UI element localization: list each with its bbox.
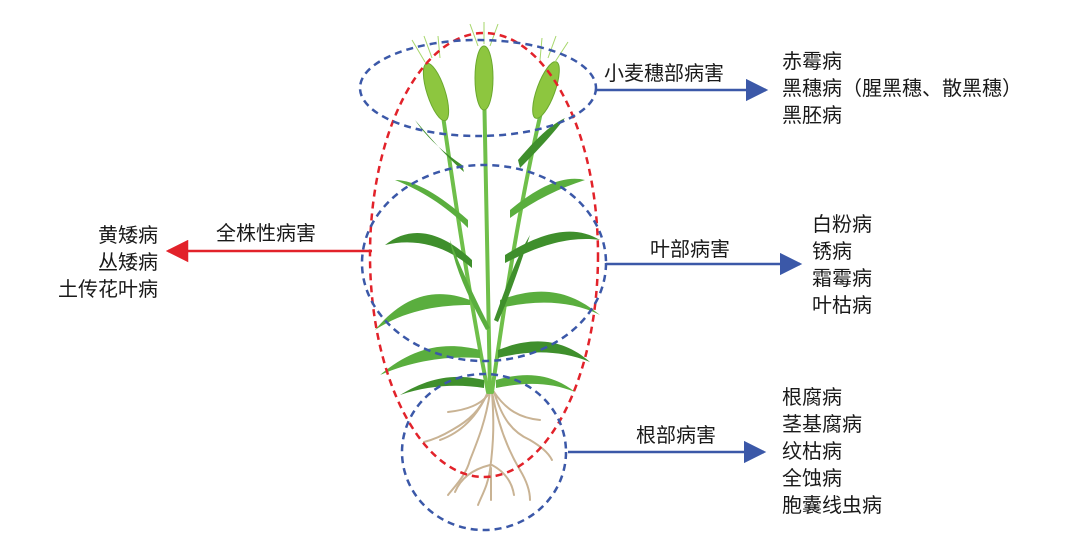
whole-plant-region	[368, 31, 600, 479]
wheat-spikes	[422, 45, 560, 122]
spike-category-label: 小麦穗部病害	[604, 61, 724, 85]
disease-item: 霜霉病	[812, 266, 872, 290]
disease-item: 黑穗病（腥黑穗、散黑穗）	[782, 76, 1022, 100]
disease-item: 赤霉病	[782, 49, 842, 73]
leaf-category-label: 叶部病害	[650, 237, 730, 261]
wheat-plant-illustration	[375, 22, 600, 506]
spike-region	[358, 38, 598, 138]
disease-item: 黑胚病	[782, 103, 842, 127]
disease-item: 胞囊线虫病	[782, 493, 882, 517]
disease-item: 锈病	[812, 239, 852, 263]
wheat-leaves	[375, 118, 600, 395]
disease-item: 白粉病	[812, 212, 872, 236]
leaf-region	[360, 163, 608, 363]
disease-item: 纹枯病	[782, 439, 842, 463]
disease-item: 叶枯病	[812, 293, 872, 317]
spike-disease-list: 赤霉病 黑穗病（腥黑穗、散黑穗） 黑胚病	[782, 49, 1022, 127]
disease-item: 根腐病	[782, 385, 842, 409]
whole-plant-disease-list: 黄矮病 丛矮病 土传花叶病	[58, 223, 158, 301]
disease-item: 土传花叶病	[58, 277, 158, 301]
root-region	[400, 372, 568, 532]
disease-item: 茎基腐病	[782, 412, 862, 436]
wheat-stems	[438, 83, 547, 394]
root-disease-list: 根腐病 茎基腐病 纹枯病 全蚀病 胞囊线虫病	[782, 385, 882, 517]
disease-item: 全蚀病	[782, 466, 842, 490]
disease-item: 丛矮病	[98, 250, 158, 274]
whole-plant-category-label: 全株性病害	[216, 221, 316, 245]
disease-item: 黄矮病	[98, 223, 158, 247]
root-category-label: 根部病害	[636, 423, 716, 447]
root-system	[423, 391, 553, 506]
leaf-disease-list: 白粉病 锈病 霜霉病 叶枯病	[812, 212, 872, 317]
